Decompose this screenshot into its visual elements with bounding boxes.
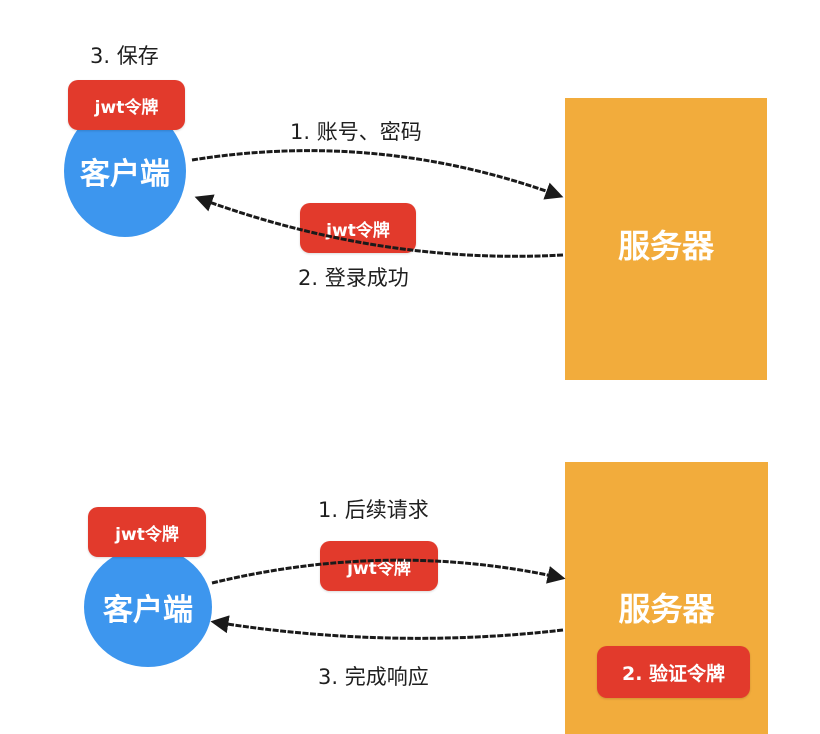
top-return-arrow bbox=[194, 194, 564, 258]
top-success-label: 2. 登录成功 bbox=[298, 266, 409, 290]
top-client-label: 客户端 bbox=[80, 157, 170, 192]
top-client-token: jwt令牌 bbox=[68, 80, 185, 130]
bottom-request-token: jwt令牌 bbox=[320, 541, 438, 591]
bottom-request-arrow bbox=[211, 558, 566, 585]
bottom-client-label: 客户端 bbox=[103, 593, 193, 628]
top-server-label: 服务器 bbox=[617, 227, 714, 265]
bottom-request-label: 1. 后续请求 bbox=[318, 498, 429, 522]
top-return-token: jwt令牌 bbox=[300, 203, 416, 253]
bottom-client-node: 客户端 bbox=[84, 547, 212, 667]
top-save-label: 3. 保存 bbox=[90, 44, 159, 68]
top-request-label: 1. 账号、密码 bbox=[290, 120, 422, 144]
bottom-response-arrow bbox=[210, 615, 564, 640]
bottom-server-label: 服务器 bbox=[618, 590, 715, 628]
top-request-arrow bbox=[191, 149, 564, 200]
bottom-response-label: 3. 完成响应 bbox=[318, 665, 429, 689]
bottom-client-token: jwt令牌 bbox=[88, 507, 206, 557]
top-server-node: 服务器 bbox=[565, 98, 767, 380]
bottom-verify-token: 2. 验证令牌 bbox=[597, 646, 750, 698]
